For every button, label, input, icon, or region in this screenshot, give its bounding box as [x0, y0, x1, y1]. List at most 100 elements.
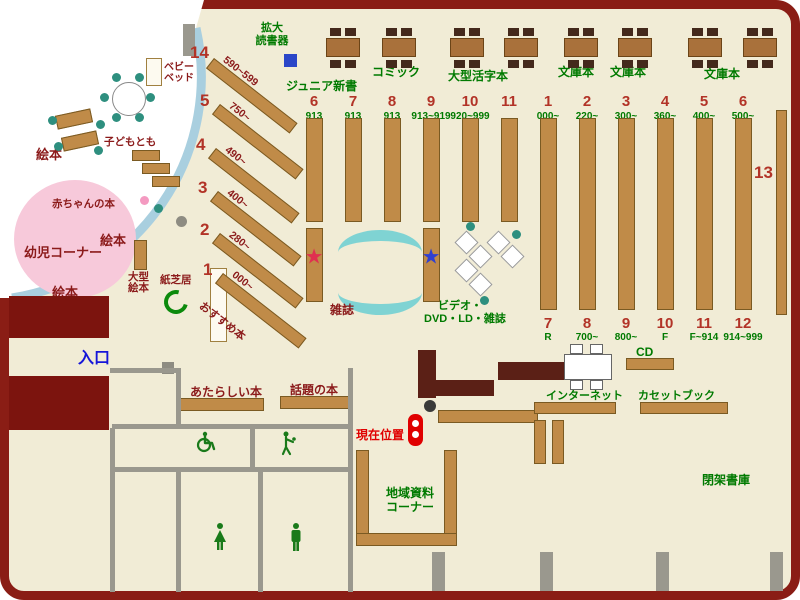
bookshelf-column [423, 228, 440, 302]
shelf-range: 360~ [653, 111, 677, 122]
reading-table [504, 28, 538, 68]
cd-label: CD [636, 345, 654, 359]
infant-carpet [14, 180, 136, 298]
stool-dot-icon [140, 196, 149, 205]
zoom-reader-label: 拡大 読書器 [255, 22, 289, 47]
chair-dot-icon [96, 120, 105, 129]
chair-icon [590, 344, 603, 354]
bookshelf-column [657, 118, 674, 310]
large-picture-books-label: 大型 絵本 [128, 271, 149, 294]
shelf-range: 913 [305, 111, 323, 122]
chair-icon [747, 28, 758, 36]
step-shelf [142, 163, 170, 174]
chair-icon [568, 28, 579, 36]
shelf-range: R [544, 332, 552, 343]
shelf-number: 2 [582, 93, 592, 110]
chair-icon [469, 28, 480, 36]
shelf-range: 914~999 [723, 332, 763, 343]
step-shelf [132, 150, 160, 161]
chair-icon [386, 60, 397, 68]
shelf-number: 12 [734, 315, 752, 332]
marker-dot [412, 431, 419, 438]
shelf-range: 400~ [692, 111, 716, 122]
bookshelf-column [501, 118, 518, 222]
paperback-label: 文庫本 [558, 65, 595, 79]
local-materials-shelf [356, 533, 457, 546]
step-shelf [152, 176, 180, 187]
wall-stub [183, 24, 195, 56]
shelf-number: 11 [696, 315, 712, 332]
cd-shelf [626, 358, 674, 370]
chair-dot-icon [135, 73, 144, 82]
wheelchair-icon [194, 430, 218, 459]
wall [258, 470, 263, 592]
shelf-number: 9 [621, 315, 631, 332]
shelf-number: 3 [621, 93, 631, 110]
bookshelf-column [579, 118, 596, 310]
shelf-range: 913 [383, 111, 401, 122]
local-materials-label: 地域資料 コーナー [385, 486, 434, 514]
chair-icon [583, 28, 594, 36]
marker-dot [412, 420, 419, 427]
chair-icon [707, 60, 718, 68]
shelf-number: 5 [200, 91, 210, 110]
chair-icon [762, 28, 773, 36]
chair-icon [345, 60, 356, 68]
chair-icon [692, 60, 703, 68]
shelf-range: 913 [344, 111, 362, 122]
magazine-rack-arc [338, 230, 422, 275]
new-books-shelf [176, 398, 264, 411]
bookshelf-column [306, 118, 323, 222]
chair-icon [454, 28, 465, 36]
chair-icon [583, 60, 594, 68]
chair-dot-icon [135, 113, 144, 122]
wall-stub [770, 552, 783, 591]
chair-dot-icon [112, 113, 121, 122]
cassette-shelf [640, 402, 728, 414]
wall-stub [432, 552, 445, 591]
comic-label: コミック [372, 65, 421, 79]
wall [112, 467, 352, 472]
closed-stacks-label: 閉架書庫 [702, 473, 751, 487]
shelf-number: 3 [198, 178, 208, 197]
pillar-dot [176, 216, 187, 227]
shelf-number: 11 [501, 93, 517, 110]
small-shelf [552, 420, 564, 464]
display-shelf [438, 410, 538, 423]
entrance-label: 入口 [78, 350, 111, 367]
baby-bed-icon [146, 58, 162, 86]
bookshelf-column [735, 118, 752, 310]
chair-dot-icon [94, 146, 103, 155]
shelf-range: 920~999 [450, 111, 490, 122]
zoom-reader-icon [284, 54, 297, 67]
bookshelf-column [306, 228, 323, 302]
local-materials-shelf [356, 450, 369, 546]
chair-icon [523, 60, 534, 68]
shelf-number: 1 [203, 260, 213, 279]
reading-table [450, 28, 484, 68]
large-print-label: 大型活字本 [448, 69, 509, 83]
shelf-number: 9 [426, 93, 436, 110]
shelf-number: 10 [461, 93, 479, 110]
bookshelf-column [345, 118, 362, 222]
kamishibai-label: 紙芝居 [160, 274, 192, 286]
table-icon [618, 38, 652, 57]
bookshelf-column [540, 118, 557, 310]
junior-books-label: ジュニア新書 [286, 79, 358, 93]
picture-books-label: 絵本 [100, 233, 127, 248]
chair-icon [590, 380, 603, 390]
chair-icon [747, 60, 758, 68]
chair-icon [386, 28, 397, 36]
chair-icon [508, 28, 519, 36]
table-icon [743, 38, 777, 57]
shelf-number: 2 [200, 220, 210, 239]
table-icon [326, 38, 360, 57]
mens-toilet-icon [286, 522, 306, 557]
event-star-icon: ★ [421, 245, 441, 269]
womens-toilet-icon [210, 522, 230, 557]
entrance-wall [9, 376, 109, 430]
event-star-icon: ★ [304, 245, 324, 269]
baby-books-label: 赤ちゃんの本 [52, 198, 115, 210]
